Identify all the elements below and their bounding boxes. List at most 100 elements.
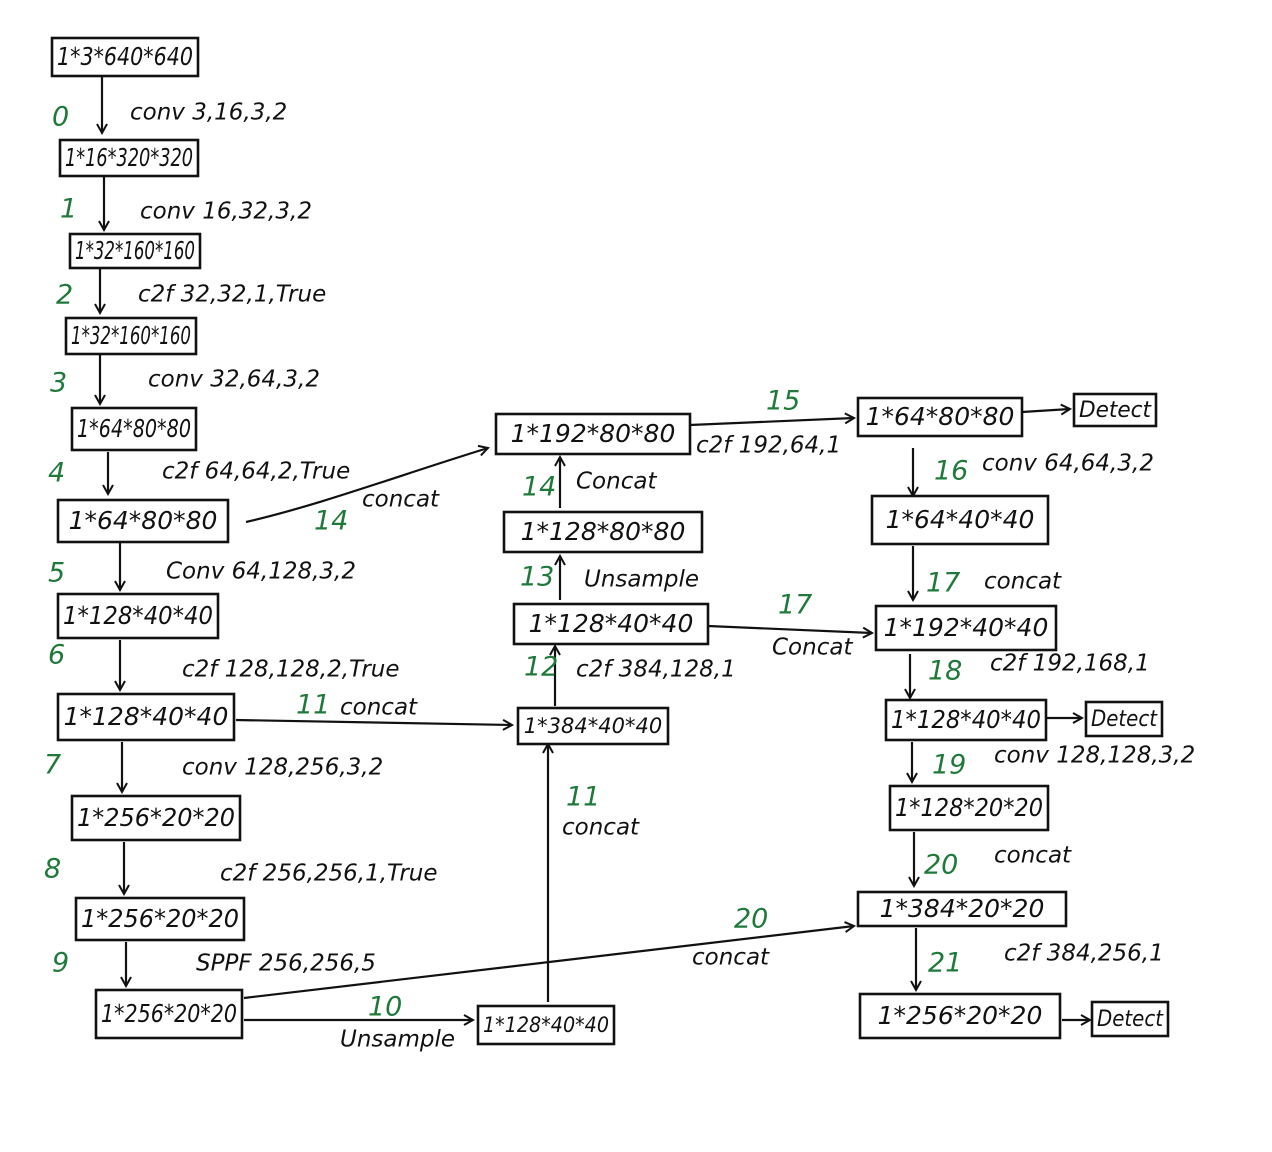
- node-4: 1*64*80*80: [69, 506, 218, 535]
- op-15: c2f 192,64,1: [696, 433, 841, 459]
- index-9: 9: [52, 948, 69, 979]
- op-20-concat-b: concat: [692, 945, 770, 971]
- index-5: 5: [48, 558, 65, 589]
- index-20-a: 20: [924, 850, 958, 881]
- index-0: 0: [52, 102, 69, 133]
- op-17-concat-a: concat: [984, 569, 1062, 595]
- edges: [100, 76, 1090, 1020]
- node-0: 1*16*320*320: [65, 143, 193, 172]
- node-19: 1*128*20*20: [895, 793, 1043, 822]
- node-2: 1*32*160*160: [71, 321, 191, 350]
- node-18: 1*128*40*40: [891, 705, 1041, 734]
- index-11-b: 11: [566, 782, 600, 813]
- node-6: 1*128*40*40: [64, 702, 229, 731]
- box-20: [856, 890, 1068, 928]
- detect-head-1: Detect: [1079, 398, 1152, 423]
- node-10: 1*128*40*40: [483, 1013, 609, 1037]
- box-19: [888, 784, 1050, 832]
- box-0: [58, 138, 200, 178]
- op-21: c2f 384,256,1: [1004, 941, 1164, 967]
- op-1: conv 16,32,3,2: [140, 199, 312, 225]
- op-10: Unsample: [340, 1027, 455, 1053]
- box-4: [56, 498, 230, 544]
- op-3: conv 32,64,3,2: [148, 367, 320, 393]
- index-18: 18: [928, 656, 962, 687]
- op-6: c2f 128,128,2,True: [182, 657, 400, 683]
- detect-head-2: Detect: [1091, 707, 1158, 732]
- node-1: 1*32*160*160: [75, 236, 195, 265]
- index-12: 12: [524, 652, 558, 683]
- index-4: 4: [48, 458, 65, 489]
- node-8: 1*256*20*20: [81, 904, 239, 933]
- op-18: c2f 192,168,1: [990, 651, 1150, 677]
- box-2: [64, 316, 198, 356]
- box-detect-2: [1084, 700, 1164, 738]
- node-20: 1*384*20*20: [880, 894, 1045, 923]
- index-14-b: 14: [522, 472, 556, 503]
- node-12: 1*128*40*40: [529, 609, 694, 638]
- detect-head-3: Detect: [1097, 1007, 1164, 1032]
- edge-4-14: [245, 448, 488, 524]
- op-2: c2f 32,32,1,True: [138, 282, 326, 308]
- node-5: 1*128*40*40: [63, 601, 213, 630]
- index-10: 10: [368, 992, 402, 1023]
- node-13: 1*128*80*80: [521, 517, 686, 546]
- op-11-concat-b: concat: [562, 815, 640, 841]
- box-detect-3: [1090, 1000, 1170, 1038]
- index-14-a: 14: [314, 506, 348, 537]
- node-9: 1*256*20*20: [101, 999, 237, 1028]
- index-15: 15: [766, 386, 800, 417]
- op-8: c2f 256,256,1,True: [220, 861, 438, 887]
- op-7: conv 128,256,3,2: [182, 755, 383, 781]
- box-input: [50, 36, 200, 78]
- box-21: [858, 992, 1062, 1040]
- node-17: 1*192*40*40: [884, 613, 1049, 642]
- box-1: [68, 232, 202, 270]
- detect-heads: Detect Detect Detect: [1079, 398, 1164, 1032]
- node-21: 1*256*20*20: [878, 1001, 1043, 1030]
- box-7: [70, 794, 242, 842]
- index-1: 1: [60, 194, 77, 225]
- box-16: [870, 494, 1050, 546]
- index-3: 3: [50, 368, 67, 399]
- op-12: c2f 384,128,1: [576, 657, 736, 683]
- layer-indices: 0 1 2 3 4 5 6 7 8 9 10 11 11 12 13 14 14…: [44, 102, 968, 1023]
- op-4: c2f 64,64,2,True: [162, 459, 350, 485]
- index-21: 21: [928, 948, 962, 979]
- node-input: 1*3*640*640: [57, 42, 193, 71]
- node-labels: 1*3*640*640 1*16*320*320 1*32*160*160 1*…: [57, 42, 1048, 1037]
- box-18: [884, 698, 1048, 742]
- edge-12-17: [707, 624, 872, 633]
- op-9: SPPF 256,256,5: [196, 951, 376, 977]
- node-boxes: [50, 36, 1170, 1046]
- box-14: [494, 412, 692, 456]
- index-8: 8: [44, 854, 61, 885]
- node-7: 1*256*20*20: [77, 803, 235, 832]
- index-6: 6: [48, 640, 65, 671]
- op-17-concat-b: Concat: [772, 635, 853, 661]
- node-16: 1*64*40*40: [886, 505, 1035, 534]
- box-5: [56, 592, 220, 640]
- box-6: [56, 692, 236, 742]
- box-13: [502, 510, 704, 554]
- edge-9-20: [243, 926, 854, 1000]
- node-11: 1*384*40*40: [524, 714, 662, 738]
- op-20-concat-a: concat: [994, 843, 1072, 869]
- operation-labels: conv 3,16,3,2 conv 16,32,3,2 c2f 32,32,1…: [130, 100, 1195, 1053]
- index-20-b: 20: [734, 904, 768, 935]
- box-15: [856, 396, 1024, 438]
- edge-6-11: [235, 718, 512, 725]
- index-19: 19: [932, 750, 966, 781]
- node-14: 1*192*80*80: [511, 419, 676, 448]
- index-7: 7: [44, 750, 61, 781]
- edge-14-15: [689, 418, 854, 427]
- box-9: [94, 988, 244, 1040]
- op-13: Unsample: [584, 567, 699, 593]
- op-5: Conv 64,128,3,2: [166, 559, 356, 585]
- node-15: 1*64*80*80: [866, 402, 1015, 431]
- node-3: 1*64*80*80: [77, 414, 191, 443]
- index-16: 16: [934, 456, 968, 487]
- index-13: 13: [520, 562, 554, 593]
- box-detect-1: [1072, 392, 1158, 428]
